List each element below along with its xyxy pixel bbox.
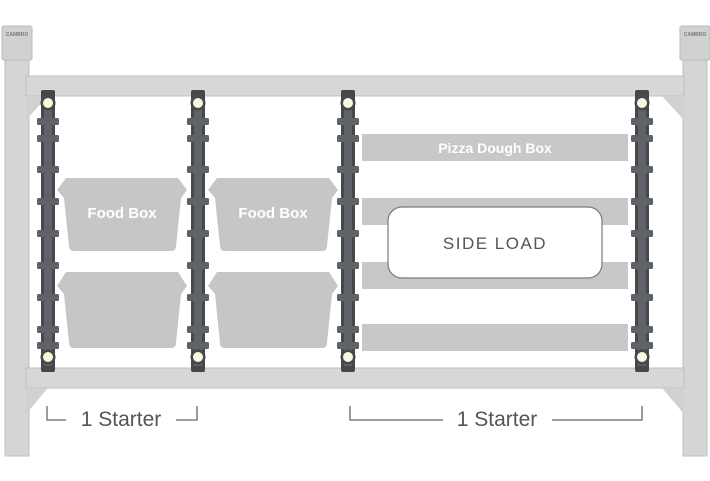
- pizza-shelf-1: [362, 134, 628, 161]
- food-box-label-1: Food Box: [87, 205, 157, 222]
- logo-right: CAMBRO: [684, 32, 707, 38]
- top-rail: [25, 75, 685, 120]
- post-clip: [337, 262, 359, 269]
- starter-label-right: 1 Starter: [457, 408, 538, 431]
- post-clip: [631, 342, 653, 349]
- post-clip: [187, 166, 209, 173]
- food-box-3: Food Box: [208, 178, 338, 251]
- post-clip: [187, 135, 209, 142]
- post-clip: [337, 118, 359, 125]
- post-clip: [37, 198, 59, 205]
- post-clip: [337, 135, 359, 142]
- post-knob: [637, 98, 647, 108]
- post-clip: [187, 326, 209, 333]
- post-clip: [631, 294, 653, 301]
- vertical-posts: [37, 90, 653, 372]
- post-clip: [631, 230, 653, 237]
- post-clip: [37, 326, 59, 333]
- food-box-1: Food Box: [57, 178, 187, 251]
- post-clip: [337, 294, 359, 301]
- post-clip: [187, 262, 209, 269]
- post-clip: [337, 198, 359, 205]
- right-end-post: CAMBRO: [679, 25, 710, 457]
- side-load-label: SIDE LOAD: [443, 234, 547, 253]
- post-clip: [37, 118, 59, 125]
- side-load-callout: SIDE LOAD: [387, 206, 603, 279]
- post-clip: [187, 118, 209, 125]
- post-knob: [343, 98, 353, 108]
- pizza-shelf-4: [362, 324, 628, 351]
- post-knob: [193, 352, 203, 362]
- post-clip: [631, 326, 653, 333]
- post-clip: [631, 135, 653, 142]
- starter-bracket-left: [46, 406, 198, 421]
- post-clip: [37, 294, 59, 301]
- food-box-4: [208, 272, 338, 348]
- post-clip: [187, 342, 209, 349]
- post-clip: [631, 198, 653, 205]
- post-clip: [37, 135, 59, 142]
- post-knob: [43, 98, 53, 108]
- post-knob: [637, 352, 647, 362]
- logo-left: CAMBRO: [6, 32, 29, 38]
- starter-label-left: 1 Starter: [81, 408, 162, 431]
- pizza-dough-box-label: Pizza Dough Box: [438, 140, 552, 156]
- post-clip: [187, 230, 209, 237]
- food-box-2: [57, 272, 187, 348]
- post-clip: [187, 198, 209, 205]
- post-knob: [43, 352, 53, 362]
- post-clip: [631, 118, 653, 125]
- post-clip: [337, 342, 359, 349]
- left-end-post: CAMBRO: [1, 25, 33, 457]
- post-clip: [337, 326, 359, 333]
- post-clip: [187, 294, 209, 301]
- food-box-label-2: Food Box: [238, 205, 308, 222]
- post-clip: [631, 166, 653, 173]
- post-knob: [343, 352, 353, 362]
- starter-bracket-right: [349, 406, 643, 421]
- post-clip: [37, 342, 59, 349]
- post-knob: [193, 98, 203, 108]
- post-clip: [37, 166, 59, 173]
- post-clip: [337, 166, 359, 173]
- post-clip: [631, 262, 653, 269]
- post-clip: [37, 262, 59, 269]
- post-clip: [37, 230, 59, 237]
- post-clip: [337, 230, 359, 237]
